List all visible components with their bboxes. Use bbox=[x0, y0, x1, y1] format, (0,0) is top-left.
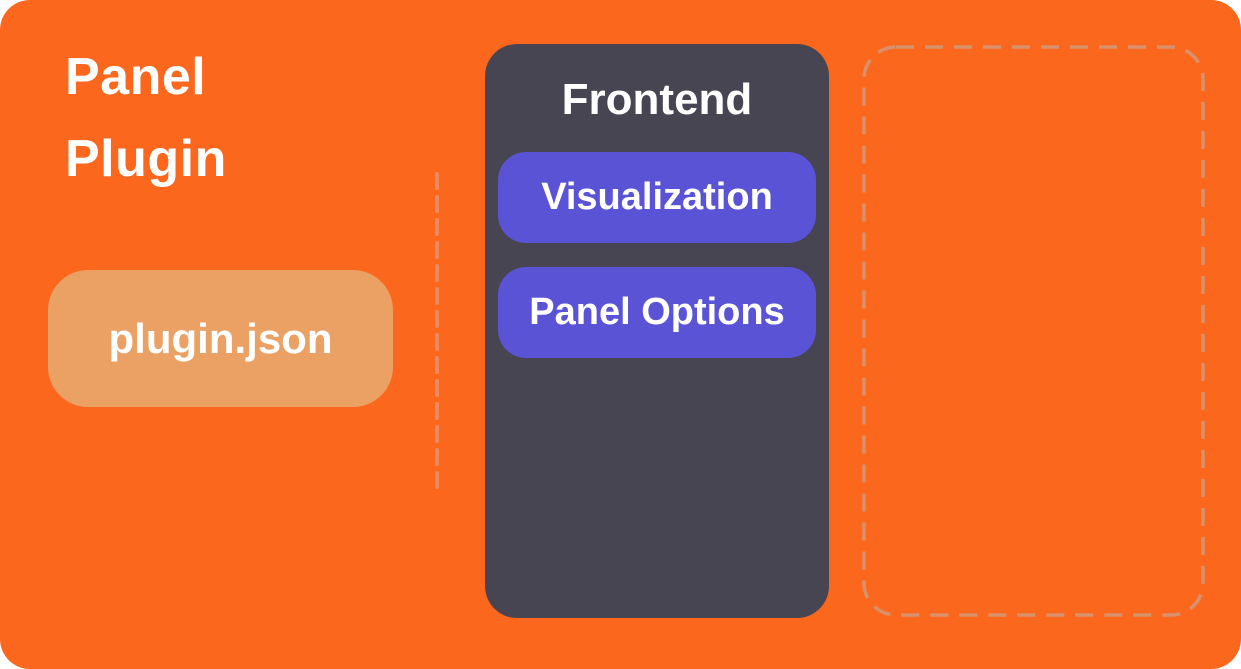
visualization-label: Visualization bbox=[541, 176, 773, 218]
panel-options-node: Panel Options bbox=[498, 267, 816, 358]
visualization-node: Visualization bbox=[498, 152, 816, 243]
plugin-json-node: plugin.json bbox=[48, 270, 393, 407]
placeholder-dashed-box bbox=[862, 45, 1205, 617]
divider-dashed-line bbox=[435, 172, 439, 494]
frontend-heading: Frontend bbox=[561, 75, 753, 124]
frontend-node: Frontend Visualization Panel Options bbox=[485, 44, 829, 618]
plugin-json-label: plugin.json bbox=[108, 314, 333, 362]
page-title: Panel Plugin bbox=[65, 48, 227, 188]
panel-options-label: Panel Options bbox=[529, 291, 785, 333]
